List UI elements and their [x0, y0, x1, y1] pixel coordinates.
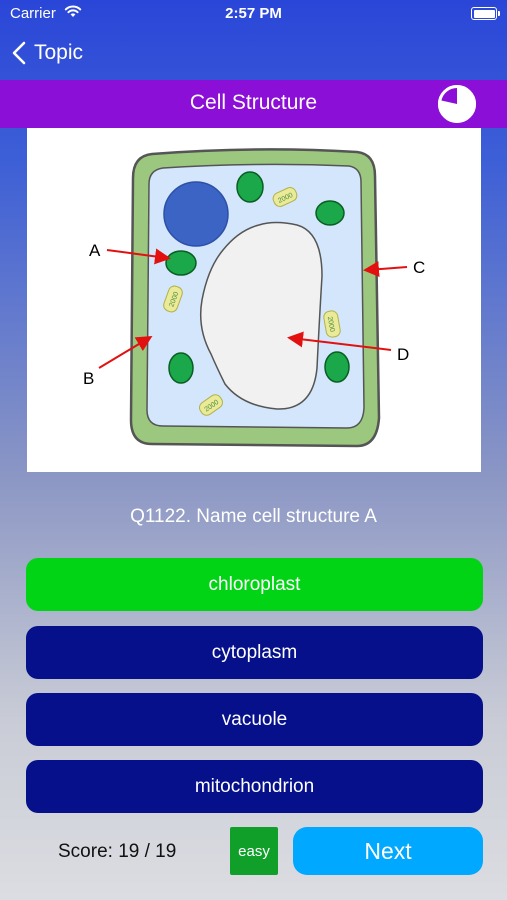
label-a: A — [89, 241, 101, 260]
mitochondrion-label: 2000 — [326, 316, 336, 333]
mitochondrion: 2000 — [163, 285, 183, 313]
status-bar: Carrier 2:57 PM — [0, 0, 507, 28]
difficulty-label: easy — [238, 842, 270, 860]
cell-diagram: 2000 2000 2000 2000 A B C D — [27, 128, 481, 472]
answer-label: cytoplasm — [211, 641, 298, 663]
arrow-d — [287, 331, 392, 351]
mitochondrion-label: 2000 — [168, 291, 180, 308]
answer-button-4[interactable]: mitochondrion — [26, 760, 483, 813]
question-text: Q1122. Name cell structure A — [130, 506, 377, 527]
chloroplast — [315, 200, 345, 226]
score-label: Score: 19 / 19 — [58, 841, 177, 862]
answer-button-3[interactable]: vacuole — [26, 693, 483, 746]
arrow-c — [363, 261, 408, 278]
cell-diagram-illustration: 2000 2000 2000 2000 A B C D — [83, 148, 425, 448]
nucleus — [163, 181, 229, 247]
battery-icon — [471, 7, 500, 20]
back-button[interactable]: Topic — [12, 38, 83, 68]
arrow-b — [98, 335, 153, 369]
nav-bar: Topic — [0, 30, 507, 76]
vacuole — [199, 221, 323, 410]
label-d: D — [397, 345, 409, 364]
chloroplast — [236, 171, 264, 203]
arrow-a — [106, 248, 171, 265]
back-button-label: Topic — [34, 41, 84, 64]
clock-time: 2:57 PM — [225, 5, 282, 22]
label-b: B — [83, 369, 94, 388]
answer-label: vacuole — [221, 708, 288, 730]
title-bar: Cell Structure — [0, 80, 507, 128]
answer-button-1[interactable]: chloroplast — [26, 558, 483, 611]
answer-button-2[interactable]: cytoplasm — [26, 626, 483, 679]
next-button-label: Next — [364, 837, 412, 864]
label-c: C — [413, 258, 425, 277]
chloroplast — [168, 352, 194, 384]
chloroplast — [165, 250, 197, 276]
difficulty-badge: easy — [230, 827, 278, 875]
answer-label: mitochondrion — [194, 775, 315, 797]
next-button[interactable]: Next — [293, 827, 483, 875]
wifi-icon — [64, 5, 82, 17]
mitochondrion: 2000 — [323, 310, 341, 338]
mitochondrion: 2000 — [199, 394, 223, 416]
mitochondrion: 2000 — [272, 187, 298, 207]
chloroplast — [324, 351, 350, 383]
answer-label: chloroplast — [208, 573, 301, 595]
page-title: Cell Structure — [189, 91, 318, 114]
timer-icon[interactable] — [437, 84, 477, 124]
chevron-left-icon — [12, 41, 26, 65]
carrier-label: Carrier — [10, 5, 56, 22]
